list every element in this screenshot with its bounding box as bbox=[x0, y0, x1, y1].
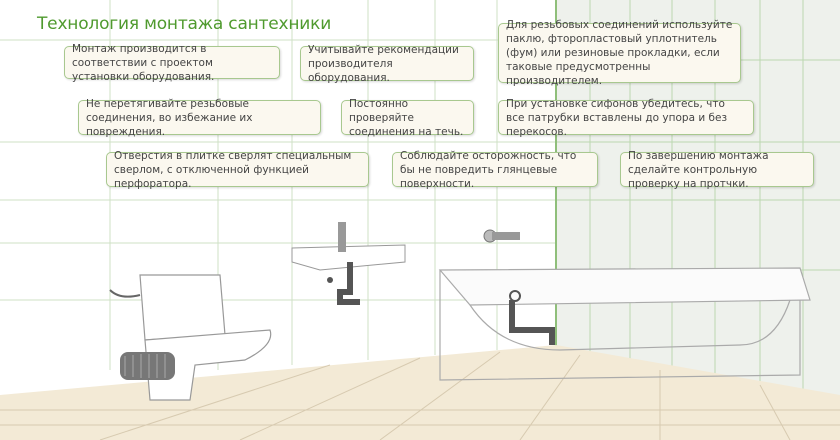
tip-manufacturer-recommendations: Учитывайте рекомендации производителя об… bbox=[300, 44, 474, 84]
bathtub bbox=[438, 267, 811, 381]
tip-glossy-surfaces: Соблюдайте осторожность, что бы не повре… bbox=[392, 150, 598, 190]
floor bbox=[0, 345, 840, 440]
tip-tile-drilling: Отверстия в плитке сверлят специальным с… bbox=[106, 150, 369, 190]
toilet bbox=[109, 274, 272, 401]
tip-thread-sealing: Для резьбовых соединений используйте пак… bbox=[498, 19, 741, 87]
page-title: Технология монтажа сантехники bbox=[37, 14, 332, 34]
tip-siphon-install: При установке сифонов убедитесь, что все… bbox=[498, 98, 754, 138]
bath-siphon bbox=[509, 290, 555, 345]
washbasin bbox=[291, 222, 406, 305]
tip-check-leaks: Постоянно проверяйте соединения на течь. bbox=[341, 98, 474, 138]
tip-do-not-overtighten: Не перетягивайте резьбовые соединения, в… bbox=[78, 98, 321, 138]
tip-installation-project: Монтаж производится в соответствии с про… bbox=[64, 43, 280, 83]
tip-final-check: По завершению монтажа сделайте контрольн… bbox=[620, 150, 814, 190]
toilet-corrugated-pipe bbox=[120, 352, 175, 380]
bath-faucet bbox=[483, 229, 520, 243]
